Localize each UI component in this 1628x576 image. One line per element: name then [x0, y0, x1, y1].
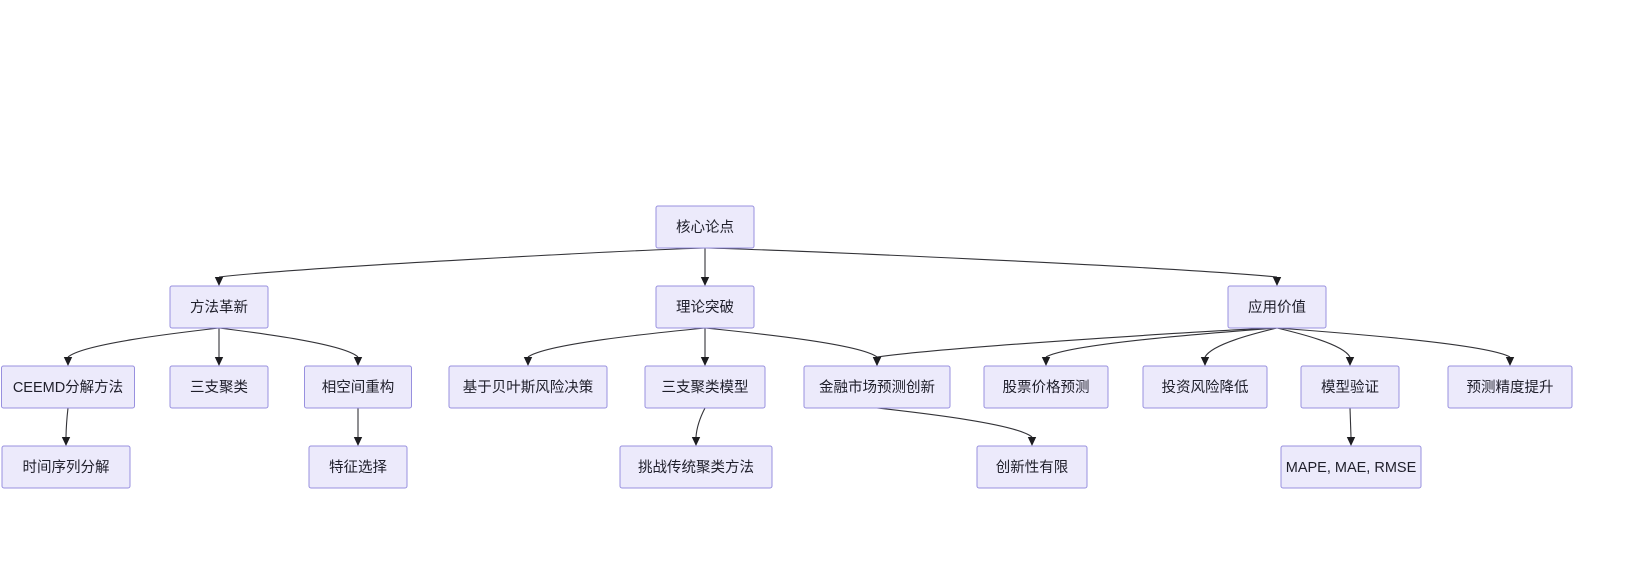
- edge-l1b-to-l2f: [704, 327, 878, 358]
- node-l2j[interactable]: 预测精度提升: [1447, 365, 1573, 409]
- node-box[interactable]: [1300, 365, 1400, 409]
- arrow-head-icon: [214, 357, 224, 366]
- edge-l1a-to-l2a: [67, 327, 220, 358]
- edge-l1c-to-l2h: [1204, 327, 1278, 358]
- node-l2g[interactable]: 股票价格预测: [983, 365, 1109, 409]
- edge-l1a-to-l2c: [218, 327, 359, 358]
- node-box[interactable]: [448, 365, 608, 409]
- node-l2f[interactable]: 金融市场预测创新: [803, 365, 951, 409]
- node-box[interactable]: [1142, 365, 1268, 409]
- node-box[interactable]: [1, 365, 135, 409]
- node-l3c[interactable]: 挑战传统聚类方法: [619, 445, 773, 489]
- node-box[interactable]: [169, 285, 269, 329]
- arrow-head-icon: [1345, 357, 1355, 366]
- node-box[interactable]: [619, 445, 773, 489]
- node-box[interactable]: [1227, 285, 1327, 329]
- edge-l2e-to-l3c: [695, 407, 706, 438]
- arrow-head-icon: [523, 357, 533, 366]
- node-l1a[interactable]: 方法革新: [169, 285, 269, 329]
- arrow-head-icon: [61, 437, 71, 446]
- edge-l1b-to-l2d: [527, 327, 706, 358]
- node-box[interactable]: [308, 445, 408, 489]
- node-box[interactable]: [655, 205, 755, 249]
- node-l3a[interactable]: 时间序列分解: [1, 445, 131, 489]
- node-box[interactable]: [655, 285, 755, 329]
- arrow-head-icon: [872, 357, 882, 366]
- node-box[interactable]: [976, 445, 1088, 489]
- arrow-head-icon: [1505, 357, 1515, 366]
- node-l2h[interactable]: 投资风险降低: [1142, 365, 1268, 409]
- node-l3e[interactable]: MAPE, MAE, RMSE: [1280, 445, 1422, 489]
- node-box[interactable]: [1, 445, 131, 489]
- edge-l2i-to-l3e: [1349, 407, 1352, 438]
- node-box[interactable]: [644, 365, 766, 409]
- edge-l2a-to-l3a: [65, 407, 69, 438]
- node-l3d[interactable]: 创新性有限: [976, 445, 1088, 489]
- arrow-head-icon: [1346, 437, 1356, 446]
- edge-l1c-to-l2j: [1276, 327, 1511, 358]
- arrow-head-icon: [691, 437, 701, 446]
- edge-l1c-to-l2g: [1045, 327, 1278, 358]
- edge-l1c-to-l2i: [1276, 327, 1351, 358]
- node-root[interactable]: 核心论点: [655, 205, 755, 249]
- node-box[interactable]: [304, 365, 412, 409]
- node-box[interactable]: [169, 365, 269, 409]
- arrow-head-icon: [1041, 357, 1051, 366]
- node-l2c[interactable]: 相空间重构: [304, 365, 412, 409]
- node-l2a[interactable]: CEEMD分解方法: [1, 365, 135, 409]
- arrow-head-icon: [1272, 277, 1282, 286]
- edge-root-to-l1c: [704, 247, 1278, 278]
- node-l2e[interactable]: 三支聚类模型: [644, 365, 766, 409]
- node-box[interactable]: [983, 365, 1109, 409]
- arrow-head-icon: [353, 437, 363, 446]
- arrow-head-icon: [700, 277, 710, 286]
- node-l2d[interactable]: 基于贝叶斯风险决策: [448, 365, 608, 409]
- node-box[interactable]: [1280, 445, 1422, 489]
- arrow-head-icon: [353, 357, 363, 366]
- node-l1c[interactable]: 应用价值: [1227, 285, 1327, 329]
- node-l2i[interactable]: 模型验证: [1300, 365, 1400, 409]
- edge-root-to-l1a: [218, 247, 706, 278]
- arrow-head-icon: [214, 277, 224, 286]
- node-box[interactable]: [803, 365, 951, 409]
- arrow-head-icon: [1027, 437, 1037, 446]
- edges-layer: [61, 247, 1515, 446]
- node-box[interactable]: [1447, 365, 1573, 409]
- edge-l1c-to-l2f: [876, 327, 1278, 358]
- arrow-head-icon: [63, 357, 73, 366]
- edge-l2f-to-l3d: [876, 407, 1033, 438]
- node-l3b[interactable]: 特征选择: [308, 445, 408, 489]
- arrow-head-icon: [700, 357, 710, 366]
- arrow-head-icon: [1200, 357, 1210, 366]
- node-l2b[interactable]: 三支聚类: [169, 365, 269, 409]
- node-l1b[interactable]: 理论突破: [655, 285, 755, 329]
